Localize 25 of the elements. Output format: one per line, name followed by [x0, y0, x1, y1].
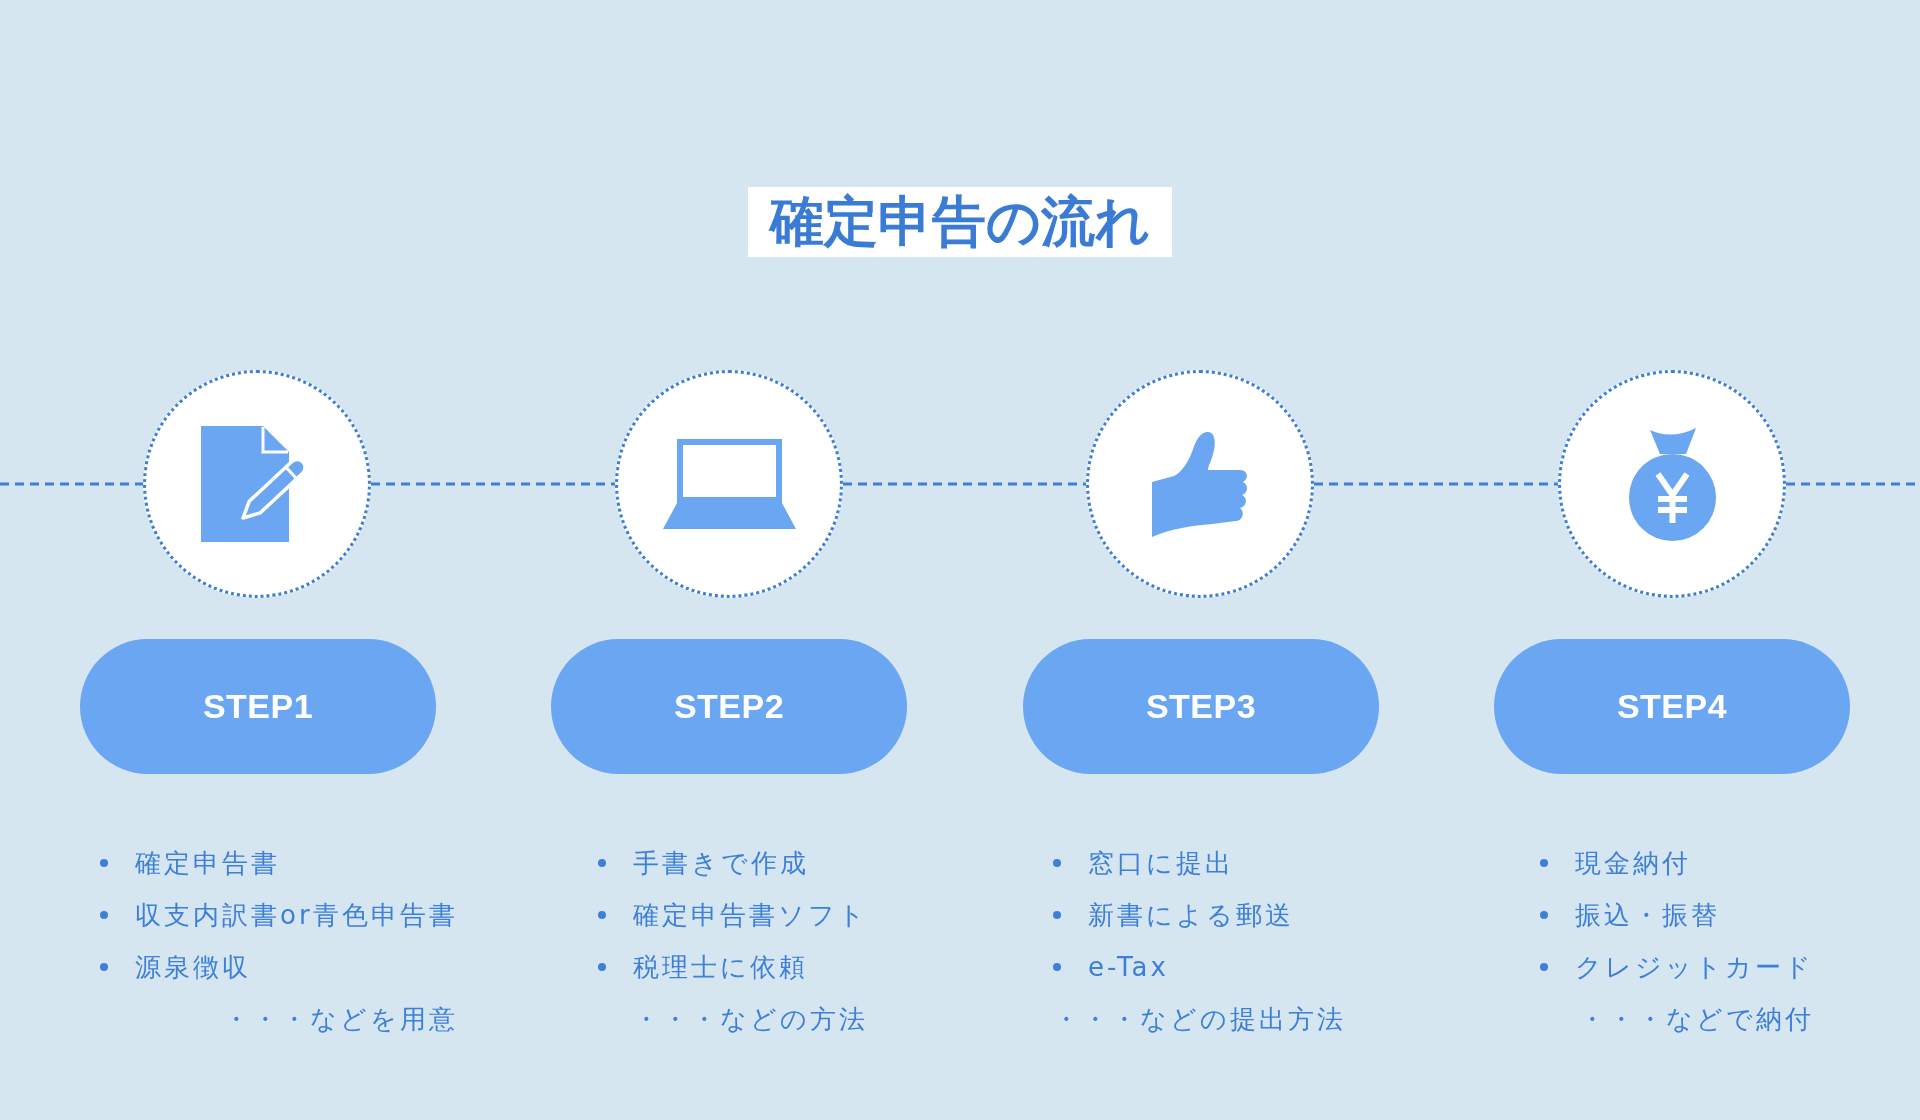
list-item: 収支内訳書or青色申告書 [135, 898, 458, 932]
list-item: 確定申告書ソフト [633, 898, 868, 932]
list-item: 振込・振替 [1575, 898, 1720, 932]
connector-line [371, 482, 615, 486]
list-item: クレジットカード [1575, 950, 1814, 984]
list-item: 窓口に提出 [1088, 846, 1234, 880]
step-pill: STEP3 [1023, 638, 1379, 774]
connector-line [1314, 482, 1558, 486]
list-item: e-Tax [1088, 950, 1169, 984]
title: 確定申告の流れ [748, 187, 1172, 257]
step-pill: STEP2 [551, 638, 907, 774]
list-item: 税理士に依頼 [633, 950, 808, 984]
list-item: 源泉徴収 [135, 950, 251, 984]
list-note: ・・・などの方法 [633, 1002, 868, 1036]
list-note: ・・・などを用意 [222, 1002, 458, 1036]
list-item: 新書による郵送 [1088, 898, 1294, 932]
connector-line [0, 482, 143, 486]
list-item: 現金納付 [1575, 846, 1691, 880]
list-note: ・・・などで納付 [1579, 1002, 1814, 1036]
list-item: 手書きで作成 [633, 846, 809, 880]
step-pill: STEP1 [80, 638, 436, 774]
step-pill: STEP4 [1494, 638, 1850, 774]
list-note: ・・・などの提出方法 [1053, 1002, 1346, 1036]
connector-line [843, 482, 1086, 486]
list-item: 確定申告書 [135, 846, 280, 880]
